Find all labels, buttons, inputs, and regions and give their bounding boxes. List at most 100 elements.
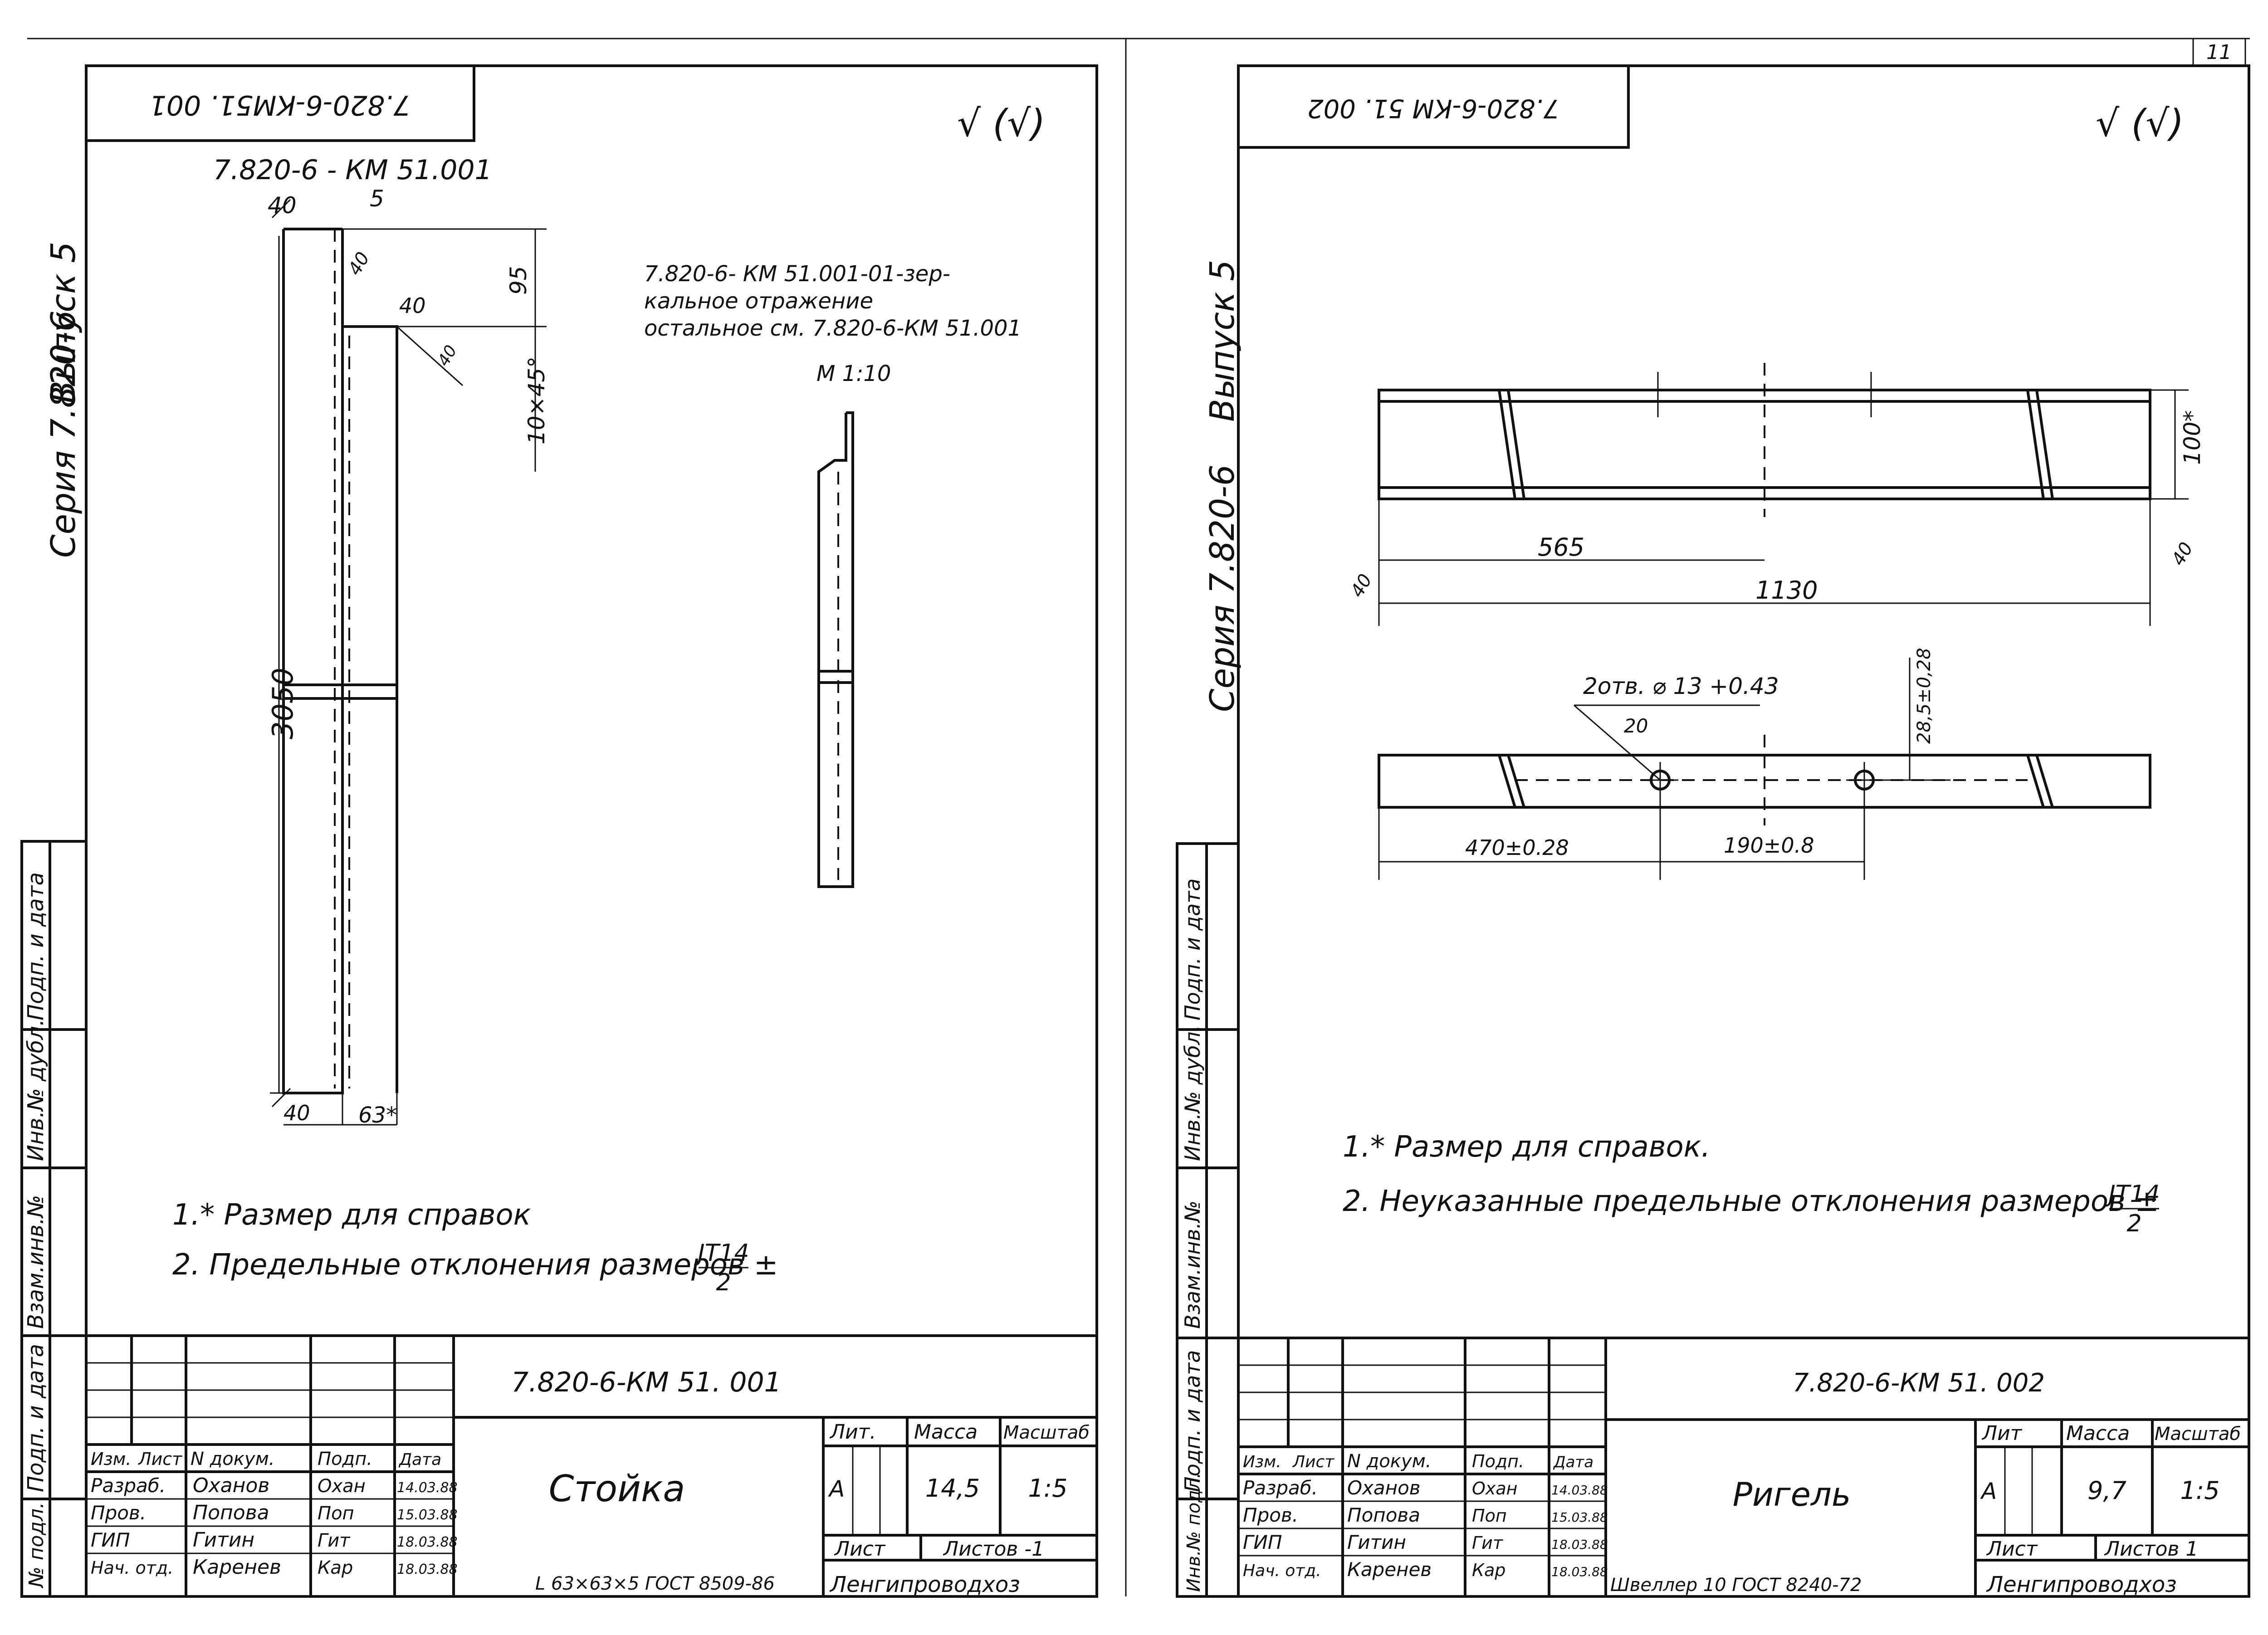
dim-hole-position: 28,5±0,28 (1914, 648, 1935, 744)
page-number: 11 (2206, 41, 2232, 64)
mass-label: Масса (914, 1420, 978, 1444)
lit-label: Лит (1981, 1422, 2023, 1445)
dim-weld-left: 40 (1347, 571, 1376, 601)
material: L 63×63×5 ГОСТ 8509-86 (535, 1573, 775, 1594)
row-role: ГИП (1243, 1531, 1282, 1553)
signature-rows: Разраб. Оханов Охан 14.03.88 Пров. Попов… (91, 1474, 458, 1579)
dim-half-length: 565 (1538, 533, 1584, 561)
dim-weld-a: 40 (344, 249, 374, 279)
mirror-note-line-1: 7.820-6- КМ 51.001-01-зер- (644, 261, 950, 287)
row-sign: Поп (1472, 1506, 1507, 1526)
dim-weld-right: 40 (2168, 539, 2197, 569)
row-date: 14.03.88 (1551, 1483, 1608, 1498)
side-label-original-inv: № подл. (25, 1502, 48, 1589)
lit-value: А (1980, 1478, 1997, 1504)
signature-rows: Разраб. Оханов Охан 14.03.88 Пров. Попов… (1243, 1477, 1608, 1581)
tolerance-bottom: 2 (716, 1269, 731, 1296)
sheet-label: Лист (1986, 1537, 2038, 1561)
mass-label: Масса (2066, 1422, 2130, 1445)
hdr-sign: Подп. (318, 1449, 372, 1469)
side-label-sign-date: Подп. и дата (1180, 879, 1205, 1020)
mirrored-post-drawing (817, 411, 854, 888)
scale-label: М 1:10 (816, 361, 891, 386)
surface-roughness-mark: √ (√) (957, 102, 1046, 145)
side-label-replace-inv: Взам.инв.№ (1180, 1201, 1205, 1329)
row-date: 18.03.88 (397, 1562, 458, 1577)
lit-label: Лит. (829, 1420, 876, 1444)
title-doc-code: 7.820-6-КМ 51. 002 (1793, 1368, 2045, 1398)
dim-holes: 2отв. ⌀ 13 +0.43 (1583, 673, 1779, 699)
title-part-name: Ригель (1733, 1475, 1851, 1513)
row-name: Гитин (193, 1528, 254, 1552)
dim-hole-edge: 20 (1624, 715, 1648, 737)
stamp-code: 7.820-6-КМ51. 001 (149, 89, 411, 121)
row-sign: Гит (1472, 1533, 1504, 1553)
row-role: Нач. отд. (1243, 1562, 1321, 1580)
post-drawing (270, 199, 547, 1126)
dim-height: 100* (2179, 410, 2205, 465)
row-date: 14.03.88 (397, 1480, 458, 1496)
dim-position-1: 470±0.28 (1465, 835, 1569, 860)
dim-width: 63* (358, 1103, 397, 1128)
material: Швеллер 10 ГОСТ 8240-72 (1610, 1575, 1862, 1596)
row-name: Гитин (1347, 1531, 1406, 1553)
tolerance-bottom: 2 (2126, 1210, 2141, 1237)
side-stamp: Подп. и дата Инв.№ дубл. Взам.инв.№ Подп… (20, 840, 88, 1598)
mass-value: 9,7 (2087, 1476, 2126, 1505)
tolerance-top: JT14 (2104, 1181, 2160, 1208)
hdr-sheet: Лист (1292, 1453, 1334, 1471)
stamp-box (1237, 64, 1630, 149)
dim-position-2: 190±0.8 (1724, 833, 1814, 858)
hdr-change: Изм. (1243, 1453, 1281, 1471)
dim-weld-c: 40 (434, 342, 460, 369)
title-part-name: Стойка (549, 1468, 685, 1510)
mass-value: 14,5 (925, 1474, 980, 1503)
organization: Ленгипроводхоз (1986, 1572, 2177, 1597)
dim-length: 1130 (1755, 576, 1818, 605)
row-sign: Гит (318, 1530, 351, 1551)
side-label-dup-inv: Инв.№ дубл. (1180, 1025, 1205, 1161)
sheet-frame (85, 64, 1098, 1598)
issue-label: Выпуск 5 (1203, 260, 1242, 422)
row-role: Пров. (91, 1502, 146, 1524)
row-date: 15.03.88 (1551, 1510, 1608, 1525)
note-1: 1.* Размер для справок. (1343, 1130, 1711, 1164)
hdr-sign: Подп. (1472, 1451, 1524, 1471)
side-label-sign-date-2: Подп. и дата (1180, 1350, 1205, 1492)
row-role: Пров. (1243, 1504, 1298, 1526)
lit-value: А (828, 1476, 845, 1502)
sheet-right: 7.820-6-КМ 51. 002 Серия 7.820-6 Выпуск … (1176, 64, 2250, 1598)
series-label: Серия 7.820-6 (1203, 464, 1242, 712)
scale-col-label: Масштаб (1003, 1422, 1090, 1443)
stamp-code: 7.820-6-КМ 51. 002 (1307, 93, 1559, 123)
title-block (1238, 1337, 2249, 1596)
side-label-dup-inv: Инв.№ дубл. (23, 1019, 49, 1161)
title-doc-code: 7.820-6-КМ 51. 001 (511, 1367, 782, 1398)
dim-length: 3050 (266, 668, 299, 739)
row-name: Каренев (193, 1556, 281, 1579)
hdr-date: Дата (1553, 1453, 1593, 1471)
hdr-change: Изм. (91, 1449, 131, 1469)
row-name: Каренев (1347, 1558, 1432, 1581)
side-label-sign-date: Подп. и дата (23, 872, 49, 1020)
row-role: Нач. отд. (91, 1558, 173, 1578)
mirror-note-line-3: остальное см. 7.820-6-КМ 51.001 (644, 316, 1022, 341)
sheet-frame (1237, 64, 2250, 1598)
row-sign: Кар (1472, 1560, 1505, 1580)
row-role: Разраб. (91, 1474, 166, 1497)
sheets-label: Листов -1 (943, 1537, 1044, 1561)
organization: Ленгипроводхоз (829, 1572, 1020, 1597)
row-sign: Охан (318, 1476, 366, 1497)
row-sign: Поп (318, 1503, 354, 1524)
tolerance-top: JT14 (694, 1240, 749, 1267)
beam-side-view (1378, 363, 2189, 626)
issue-label: Выпуск 5 (44, 242, 83, 404)
side-label-original-inv: Инв.№ подл. (1183, 1473, 1204, 1592)
row-name: Оханов (1347, 1477, 1421, 1499)
row-name: Попова (193, 1501, 269, 1524)
title-block (86, 1334, 1097, 1596)
note-2: 2. Предельные отклонения размеров ± (172, 1248, 778, 1282)
row-name: Оханов (193, 1474, 269, 1497)
row-date: 15.03.88 (397, 1507, 458, 1523)
